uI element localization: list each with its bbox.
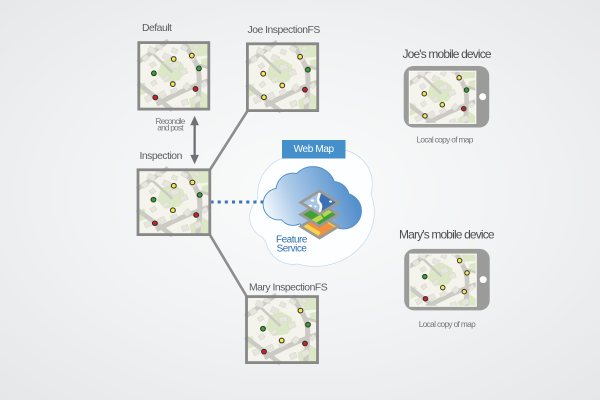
svg-text:and post: and post: [157, 123, 184, 133]
svg-text:Local copy of map: Local copy of map: [419, 319, 476, 329]
svg-text:Default: Default: [142, 23, 172, 34]
svg-text:Joe InspectionFS: Joe InspectionFS: [248, 25, 321, 36]
svg-text:Service: Service: [277, 244, 308, 255]
svg-text:Local copy of map: Local copy of map: [416, 134, 473, 144]
svg-text:Inspection: Inspection: [140, 151, 183, 162]
svg-text:Reconcile: Reconcile: [155, 116, 185, 126]
svg-text:Mary InspectionFS: Mary InspectionFS: [249, 283, 328, 294]
svg-text:Mary's mobile device: Mary's mobile device: [399, 228, 495, 242]
svg-text:Joe's mobile device: Joe's mobile device: [403, 47, 492, 61]
svg-text:Feature: Feature: [276, 235, 308, 246]
svg-text:Web Map: Web Map: [294, 144, 335, 155]
